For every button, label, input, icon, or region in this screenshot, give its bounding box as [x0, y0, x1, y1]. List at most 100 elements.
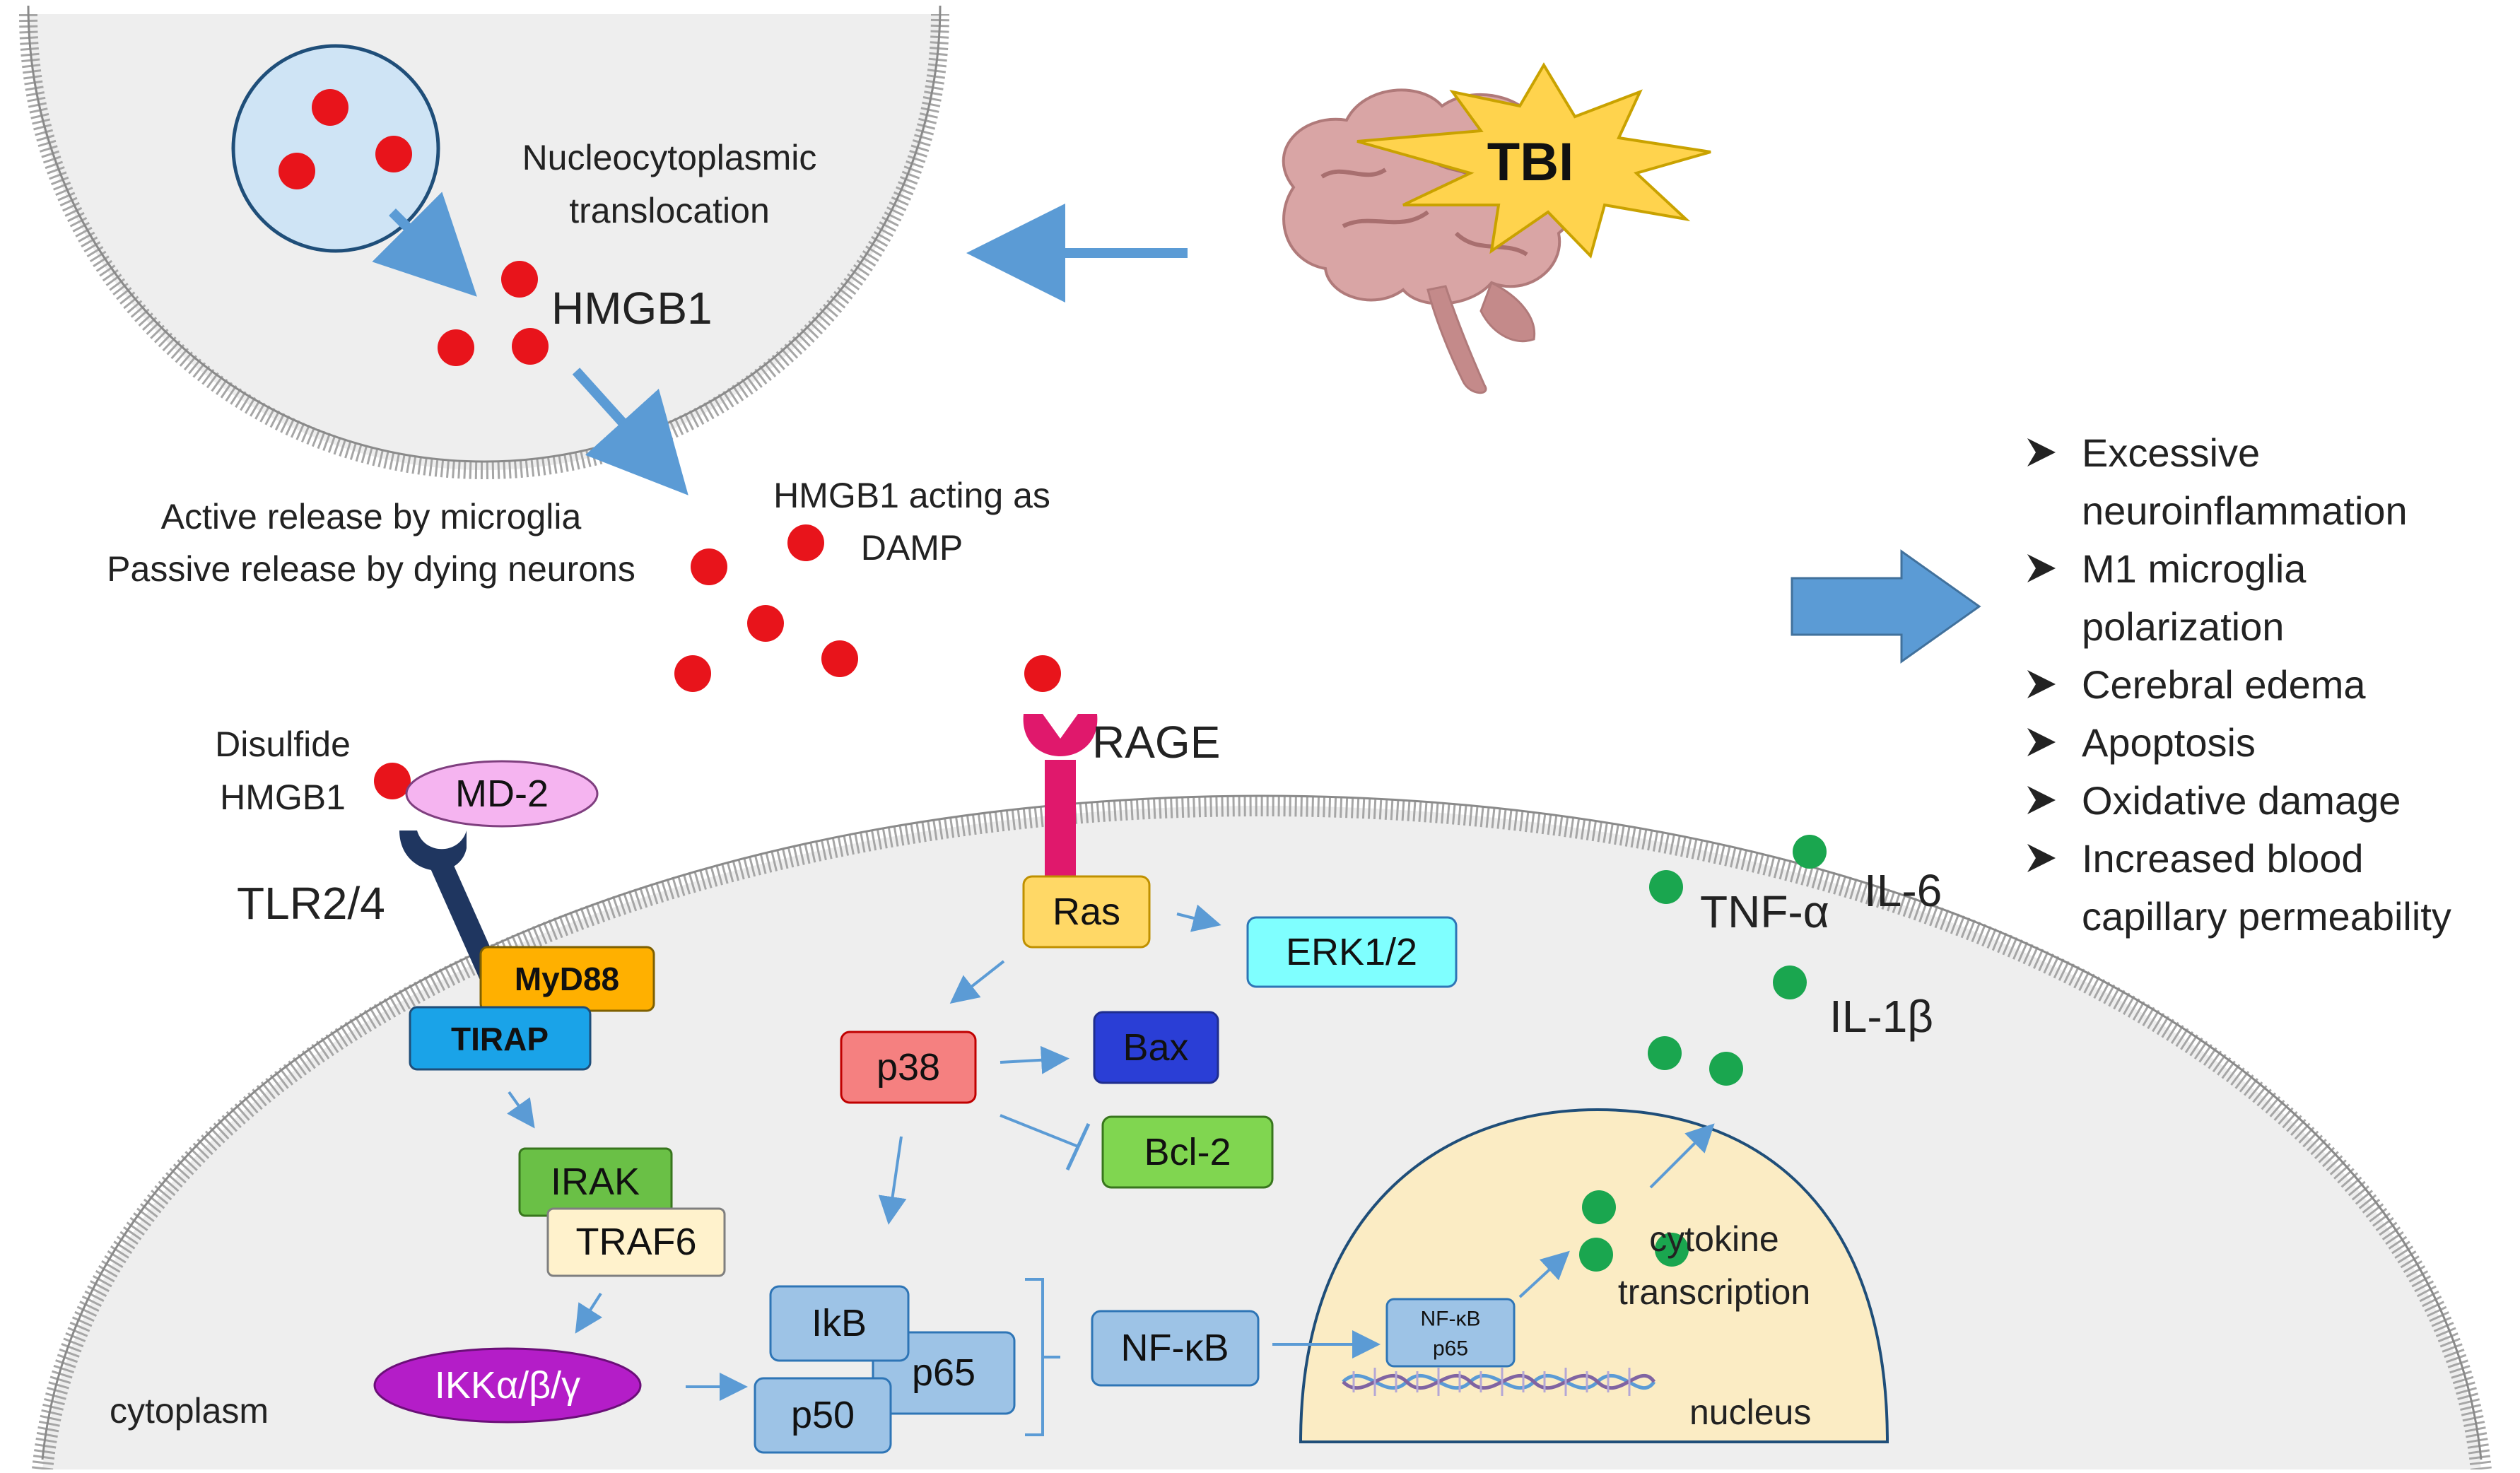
- irak-label: IRAK: [551, 1161, 640, 1203]
- cytokine-dot: [1793, 835, 1827, 869]
- outcome-text: polarization: [2082, 604, 2284, 649]
- disulfide-label-1: Disulfide: [215, 724, 351, 764]
- arrow-ras-erk: [1176, 904, 1221, 932]
- tirap-node: [409, 1006, 592, 1071]
- p38-label: p38: [877, 1046, 940, 1088]
- complex-bracket: [1025, 1278, 1060, 1436]
- inhibit-p38-bcl2: [1000, 1114, 1091, 1171]
- checkmark-arrow-icon: [2027, 728, 2056, 756]
- hmgb1-dot: [438, 329, 474, 366]
- hmgb1-dot: [375, 136, 412, 172]
- p65-nuclear-label: p65: [1433, 1337, 1468, 1361]
- nfkb-nuclear-node: [1385, 1298, 1516, 1368]
- checkmark-arrow-icon: [2027, 554, 2056, 582]
- dna-helix-icon: [1342, 1368, 1656, 1396]
- cytokine-dot: [1648, 1036, 1682, 1070]
- big-right-arrow-icon: [1791, 549, 1981, 664]
- ikk-label: IKKα/β/γ: [435, 1364, 580, 1407]
- p38-node: [840, 1031, 977, 1104]
- lower-cell-membrane: [32, 794, 2492, 1471]
- traf6-label: TRAF6: [575, 1221, 696, 1263]
- outcome-text: Increased blood: [2082, 836, 2364, 881]
- p50-label: p50: [791, 1394, 855, 1436]
- tirap-label: TIRAP: [451, 1021, 549, 1057]
- hmgb1-dot: [674, 655, 711, 692]
- outcome-text: Excessive: [2082, 430, 2260, 475]
- transcription-label-1: cytokine: [1649, 1219, 1778, 1259]
- hmgb1-dot: [787, 524, 824, 561]
- outcome-text: Oxidative damage: [2082, 778, 2401, 823]
- hmgb1-dot: [821, 640, 858, 677]
- cytokine-dot: [1579, 1238, 1613, 1272]
- erk-node: [1246, 916, 1458, 988]
- checkmark-arrow-icon: [2027, 786, 2056, 814]
- checkmark-arrow-icon: [2027, 844, 2056, 872]
- arrow-to-cytokines: [1518, 1250, 1570, 1298]
- outcome-text: M1 microglia: [2082, 546, 2307, 591]
- hmgb1-dot: [691, 548, 727, 585]
- bax-node: [1093, 1011, 1219, 1084]
- ikb-node: [769, 1285, 910, 1362]
- cytokine-dot: [1582, 1190, 1616, 1224]
- damp-label-1: HMGB1 acting as: [773, 476, 1050, 515]
- ras-label: Ras: [1053, 891, 1120, 933]
- arrow-p38-bax: [1000, 1045, 1069, 1074]
- translocation-label-2: translocation: [569, 191, 770, 230]
- outcome-text: capillary permeability: [2082, 894, 2451, 939]
- arrow-p38-complex: [878, 1136, 907, 1225]
- arrow-tirap-irak: [507, 1091, 535, 1129]
- cytoplasm-label: cytoplasm: [110, 1391, 269, 1431]
- bax-label: Bax: [1123, 1026, 1188, 1069]
- traf6-node: [546, 1207, 726, 1277]
- cytokine-dot: [1655, 1233, 1689, 1267]
- tbi-burst-icon: [1356, 62, 1711, 259]
- nfkb-node: [1091, 1310, 1260, 1387]
- il6-label: IL-6: [1864, 865, 1942, 916]
- il1b-label: IL-1β: [1829, 991, 1933, 1042]
- hmgb1-dot: [312, 89, 348, 126]
- transcription-label-2: transcription: [1618, 1272, 1810, 1312]
- cytokine-dot: [1773, 966, 1807, 999]
- hmgb1-dot: [501, 261, 538, 298]
- p65-label: p65: [912, 1351, 975, 1394]
- arrow-traf6-ikk: [575, 1292, 603, 1334]
- cytokine-dot: [1709, 1052, 1743, 1086]
- hmgb1-dot: [512, 328, 549, 365]
- hmgb1-dot: [374, 763, 411, 799]
- disulfide-label-2: HMGB1: [220, 777, 346, 817]
- tbi-label: TBI: [1487, 132, 1573, 192]
- translocation-label-1: Nucleocytoplasmic: [522, 138, 817, 177]
- arrow-cytokine-release: [1649, 1123, 1715, 1189]
- bcl2-node: [1101, 1115, 1274, 1189]
- cytokine-dot: [1649, 870, 1683, 904]
- hmgb1-dot: [1024, 655, 1061, 692]
- outcome-text: Cerebral edema: [2082, 662, 2366, 707]
- rage-label: RAGE: [1092, 717, 1220, 768]
- erk-label: ERK1/2: [1286, 931, 1417, 973]
- damp-label-2: DAMP: [861, 528, 963, 568]
- arrow-ras-p38: [949, 960, 1005, 1004]
- myd88-label: MyD88: [515, 961, 619, 997]
- release-label-passive: Passive release by dying neurons: [107, 549, 635, 589]
- md2-node: [405, 760, 599, 828]
- upper-cell-body: [28, 14, 940, 470]
- arrow-release: [572, 368, 688, 495]
- arrow-translocation: [372, 192, 477, 297]
- ikk-node: [373, 1347, 642, 1424]
- ras-node: [1022, 875, 1151, 949]
- checkmark-arrow-icon: [2027, 670, 2056, 698]
- release-label-active: Active release by microglia: [161, 497, 582, 536]
- hmgb1-dot: [747, 605, 784, 642]
- nfkb-nuclear-label: NF-κB: [1421, 1308, 1481, 1331]
- nucleus-label: nucleus: [1689, 1392, 1811, 1432]
- nfkb-label: NF-κB: [1121, 1327, 1229, 1369]
- ikb-label: IkB: [811, 1302, 867, 1344]
- hmgb1-dot: [279, 153, 315, 189]
- tlr-label: TLR2/4: [237, 878, 385, 929]
- rage-receptor-icon: [1023, 714, 1098, 876]
- outcome-text: Apoptosis: [2082, 720, 2256, 765]
- hmgb1-label: HMGB1: [551, 283, 713, 334]
